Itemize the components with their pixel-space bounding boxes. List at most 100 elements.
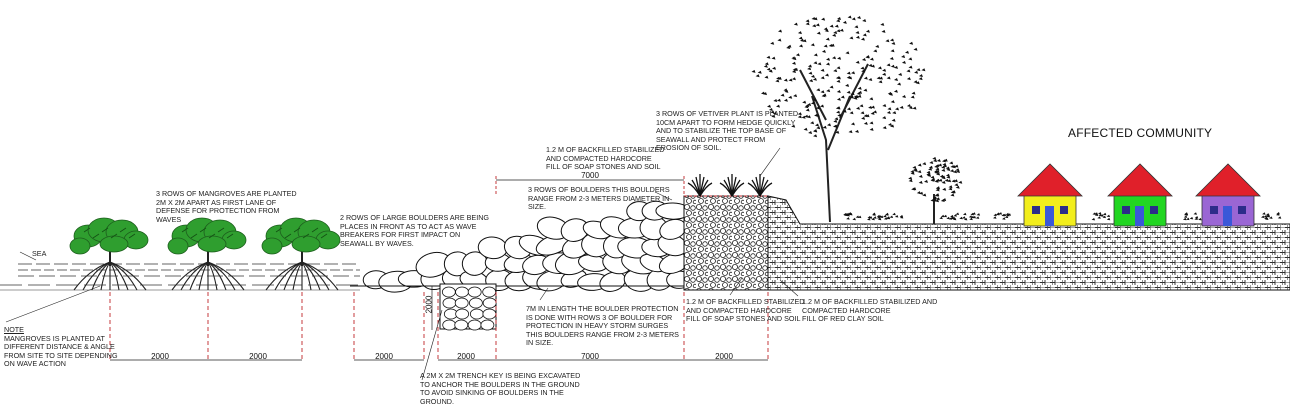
- tree-leaf: [935, 193, 940, 197]
- tree-leaf: [827, 123, 831, 127]
- tree-leaf: [771, 114, 776, 118]
- tree-leaf: [938, 163, 942, 167]
- tree-leaf: [784, 89, 789, 93]
- tree-leaf: [870, 64, 875, 68]
- tree-leaf: [821, 17, 826, 21]
- tree-leaf: [913, 80, 918, 84]
- tree-leaf: [776, 104, 780, 108]
- tree-leaf: [927, 173, 932, 177]
- tree-leaf: [808, 131, 813, 134]
- shrub-leaf: [1262, 212, 1266, 215]
- annotation-line: FILL OF RED CLAY SOIL: [802, 314, 884, 324]
- tree-leaf: [860, 66, 865, 70]
- tree-leaf: [836, 79, 841, 83]
- house: [1017, 163, 1083, 227]
- tree-leaf: [824, 29, 829, 33]
- tree-leaf: [763, 64, 768, 68]
- annotation-line: AND TO STABILIZE THE TOP BASE OF: [656, 126, 787, 136]
- tree-leaf: [863, 88, 868, 92]
- tree-leaf: [895, 107, 899, 111]
- annotation-line: IN SIZE.: [526, 338, 554, 348]
- tree-leaf: [928, 165, 933, 169]
- trench-stone: [482, 308, 497, 320]
- shrub-leaf: [1198, 217, 1202, 221]
- shrub-leaf: [844, 213, 848, 216]
- tree-leaf: [836, 29, 841, 33]
- tree-leaf: [804, 114, 809, 118]
- tree-leaf: [954, 164, 959, 168]
- tree-leaf: [835, 76, 840, 80]
- shrub-leaf: [852, 217, 856, 221]
- shrub-leaf: [972, 215, 976, 219]
- shrub-leaf: [1193, 212, 1197, 215]
- tree-leaf: [861, 116, 866, 120]
- vetiver-plant: [687, 174, 713, 197]
- tree-leaf: [780, 93, 785, 97]
- shrub-leaf: [894, 215, 899, 218]
- tree-leaf: [793, 94, 798, 98]
- shrub-leaf: [1277, 216, 1282, 219]
- annotation-line: TO AVOID SINKING OF BOULDERS IN THE: [420, 388, 564, 398]
- shrub-leaf: [1092, 212, 1096, 215]
- shrub-leaf: [1269, 216, 1273, 219]
- trench-stone: [482, 286, 497, 298]
- tree-leaf: [822, 93, 827, 97]
- tree-leaf: [826, 57, 830, 61]
- dimension-bottom: 2000: [249, 352, 267, 361]
- tree-leaf: [870, 105, 875, 109]
- tree-leaf: [817, 62, 822, 66]
- shrub-leaf: [1276, 212, 1280, 215]
- annotation-boulder-rows: 3 ROWS OF BOULDERS THIS BOULDERS RANGE F…: [528, 185, 670, 212]
- tree-leaf: [882, 126, 887, 130]
- shrub-leaf: [1091, 217, 1096, 221]
- tree-leaf: [810, 101, 815, 105]
- tree-leaf: [863, 114, 868, 118]
- shrub-leaf: [970, 212, 974, 216]
- trench-stone: [467, 319, 482, 331]
- tree-leaf: [941, 176, 946, 180]
- tree-leaf: [942, 164, 947, 168]
- annotation-line: 7M IN LENGTH THE BOULDER PROTECTION: [526, 304, 679, 313]
- tree-leaf: [815, 114, 820, 118]
- house-window: [1032, 206, 1040, 214]
- tree-leaf: [808, 71, 813, 75]
- shrub-leaf: [1184, 212, 1188, 215]
- tree-leaf: [882, 104, 887, 107]
- tree-leaf: [887, 107, 892, 111]
- tree-leaf: [930, 175, 935, 179]
- tree-leaf: [793, 22, 798, 26]
- shrub-leaf: [946, 216, 950, 220]
- tree-leaf: [944, 178, 949, 182]
- tree-leaf: [881, 29, 886, 33]
- tree-leaf: [816, 126, 821, 130]
- tree-leaf: [929, 161, 934, 164]
- tree-leaf: [858, 90, 862, 94]
- tree-leaf: [829, 85, 834, 89]
- tree-leaf: [938, 178, 943, 182]
- tree-leaf: [890, 100, 895, 104]
- annotation-line: PROTECTION IN HEAVY STORM SURGES: [526, 321, 669, 331]
- shrub-leaf: [883, 217, 888, 220]
- trench-stone: [480, 319, 495, 331]
- tree-leaf: [945, 166, 950, 170]
- tree-leaf: [828, 44, 833, 47]
- tree-leaf: [836, 66, 841, 70]
- annotation-line: TO ANCHOR THE BOULDERS IN THE GROUND: [420, 379, 580, 389]
- annotation-line: FILL OF SOAP STONES AND SOIL: [546, 162, 661, 172]
- tree-leaf: [783, 78, 788, 82]
- tree-leaf: [849, 95, 854, 99]
- annotation-line: AND COMPACTED HARDCORE: [546, 153, 652, 163]
- tree-leaf: [948, 187, 953, 191]
- trench-stone: [455, 286, 469, 298]
- shrub-leaf: [969, 217, 973, 221]
- dimension-bottom: 2000: [457, 352, 475, 361]
- tree-leaf: [906, 69, 911, 73]
- tree-leaf: [906, 104, 911, 108]
- tree-leaf: [855, 31, 860, 34]
- tree-leaf: [815, 23, 820, 27]
- tree-leaf: [869, 97, 874, 101]
- tree-leaf: [855, 35, 860, 39]
- shrub-leaf: [1189, 216, 1194, 220]
- annotation-line: GROUND.: [420, 396, 454, 406]
- tree-leaf: [955, 185, 960, 189]
